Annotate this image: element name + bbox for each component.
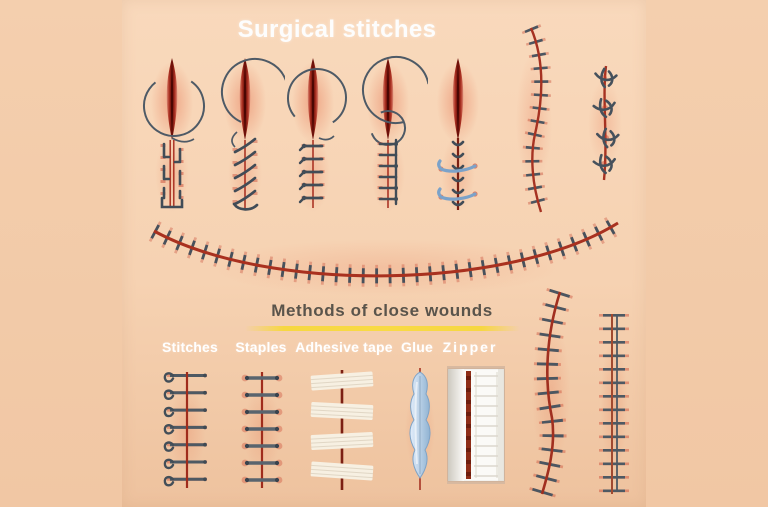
method-label-zipper: Zipper	[442, 339, 498, 355]
blue-thread-suture-illustration	[418, 48, 498, 218]
method-label-glue: Glue	[401, 339, 433, 355]
adhesive-tape-method-illustration	[310, 370, 374, 490]
method-label-adhesive-tape: Adhesive tape	[295, 339, 393, 355]
glue-method-illustration	[396, 366, 444, 492]
left-backdrop-strip	[0, 0, 122, 507]
continuous-diagonal-suture-illustration	[205, 48, 285, 218]
methods-heading: Methods of close wounds	[271, 301, 493, 320]
knotted-rung-suture-illustration	[273, 48, 353, 218]
staples-method-illustration	[232, 366, 292, 494]
ladder-stitch-suture-illustration	[592, 306, 636, 502]
method-label-staples: Staples	[235, 339, 287, 355]
locking-ladder-suture-illustration	[348, 48, 428, 218]
page-title: Surgical stitches	[237, 16, 437, 43]
long-curved-suture-illustration	[140, 216, 632, 302]
zipper-method-illustration	[447, 366, 505, 484]
stitches-method-illustration	[157, 366, 217, 494]
curved-cross-stitch-suture-illustration	[520, 284, 582, 502]
right-backdrop-strip	[646, 0, 768, 507]
methods-underline	[245, 326, 520, 331]
four-knot-suture-illustration	[578, 58, 632, 188]
interrupted-suture-illustration	[132, 48, 212, 218]
curved-running-suture-illustration	[505, 22, 563, 218]
method-label-stitches: Stitches	[161, 339, 219, 355]
